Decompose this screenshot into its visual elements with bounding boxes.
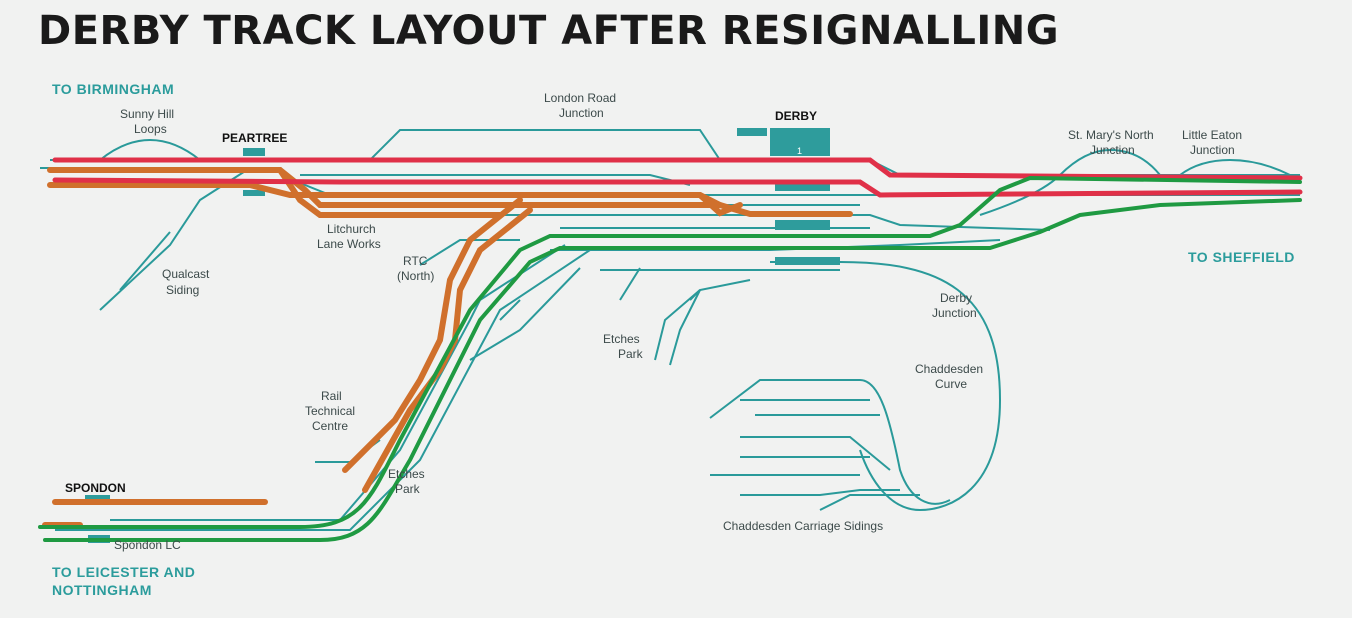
page-title: DERBY TRACK LAYOUT AFTER RESIGNALLING <box>38 8 1060 54</box>
label-sunny-hill-2: Loops <box>134 122 167 136</box>
red-route <box>52 157 1303 198</box>
label-rtc-north-2: (North) <box>397 269 434 283</box>
peartree-platform <box>243 148 265 156</box>
label-litchurch-2: Lane Works <box>317 237 381 251</box>
label-little-eaton-1: Little Eaton <box>1182 128 1242 142</box>
label-sunny-hill-1: Sunny Hill <box>120 107 174 121</box>
label-etches-park-upper-2: Park <box>618 347 644 361</box>
green-route <box>38 175 1302 542</box>
label-derby-junction-2: Junction <box>932 306 977 320</box>
label-little-eaton-2: Junction <box>1190 143 1235 157</box>
label-london-road-1: London Road <box>544 91 616 105</box>
direction-leicester-2: NOTTINGHAM <box>52 582 152 598</box>
label-st-marys-1: St. Mary's North <box>1068 128 1154 142</box>
orange-route <box>42 167 853 528</box>
platform-1-number: 1 <box>797 146 802 156</box>
label-etches-park-upper-1: Etches <box>603 332 640 346</box>
station-peartree: PEARTREE <box>222 131 287 145</box>
base-tracks <box>40 129 1300 531</box>
label-chaddesden-sidings: Chaddesden Carriage Sidings <box>723 519 883 533</box>
label-london-road-2: Junction <box>559 106 604 120</box>
derby-platform-1 <box>770 128 830 156</box>
label-rtc-north-1: RTC <box>403 254 428 268</box>
label-etches-park-lower-1: Etches <box>388 467 425 481</box>
label-qualcast-1: Qualcast <box>162 267 210 281</box>
label-chaddesden-curve-2: Curve <box>935 377 967 391</box>
label-rail-tech-1: Rail <box>321 389 342 403</box>
peartree-platform-2 <box>243 190 265 196</box>
label-rail-tech-3: Centre <box>312 419 348 433</box>
derby-platform-4 <box>775 257 840 265</box>
derby-platform-a <box>737 128 767 136</box>
label-litchurch-1: Litchurch <box>327 222 376 236</box>
station-spondon: SPONDON <box>65 481 126 495</box>
label-qualcast-2: Siding <box>166 283 199 297</box>
label-spondon-lc: Spondon LC <box>114 538 181 552</box>
derby-platform-2 <box>775 183 830 191</box>
label-etches-park-lower-2: Park <box>395 482 421 496</box>
direction-leicester-1: TO LEICESTER AND <box>52 564 195 580</box>
direction-sheffield: TO SHEFFIELD <box>1188 249 1295 265</box>
label-st-marys-2: Junction <box>1090 143 1135 157</box>
station-derby: DERBY <box>775 109 817 123</box>
direction-birmingham: TO BIRMINGHAM <box>52 81 174 97</box>
label-rail-tech-2: Technical <box>305 404 355 418</box>
labels: TO BIRMINGHAM TO SHEFFIELD TO LEICESTER … <box>52 81 1295 598</box>
derby-platform-3 <box>775 220 830 230</box>
label-derby-junction-1: Derby <box>940 291 972 305</box>
label-chaddesden-curve-1: Chaddesden <box>915 362 983 376</box>
